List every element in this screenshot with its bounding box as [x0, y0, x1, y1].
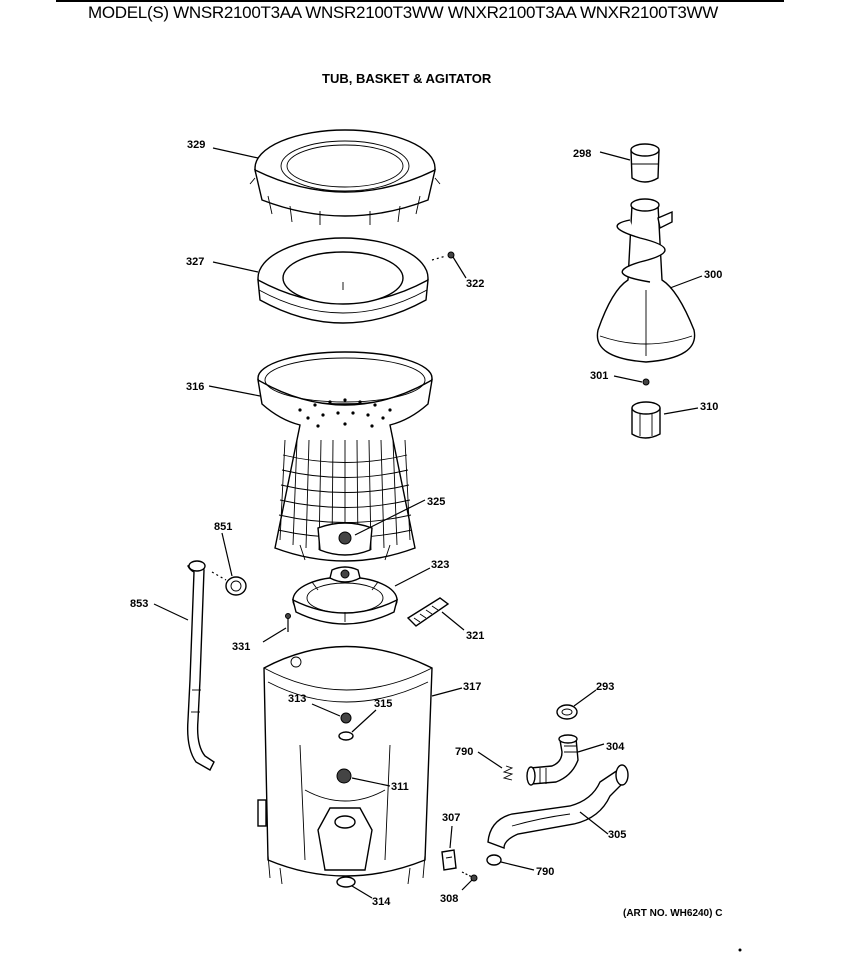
label-300: 300	[704, 269, 722, 281]
tub-cover-329	[249, 129, 441, 225]
clamp-851	[211, 571, 247, 596]
label-315: 315	[374, 698, 392, 710]
leader-311	[351, 777, 391, 787]
leader-325	[354, 499, 426, 536]
leader-322-dash	[431, 255, 447, 261]
leader-314	[351, 885, 373, 899]
screw-308	[461, 871, 478, 882]
leader-298	[599, 151, 631, 161]
leader-322	[452, 256, 467, 279]
label-313: 313	[288, 693, 306, 705]
drain-hose-305	[487, 764, 629, 850]
label-307: 307	[442, 812, 460, 824]
leader-310	[663, 407, 699, 415]
balance-ring-327	[257, 237, 429, 324]
leader-313	[311, 703, 341, 717]
label-790-b: 790	[536, 866, 554, 878]
label-323: 323	[431, 559, 449, 571]
leader-308	[461, 879, 473, 891]
leader-321	[441, 611, 465, 631]
coupling-310	[631, 401, 661, 439]
washer-301	[642, 378, 650, 386]
label-304: 304	[606, 741, 625, 753]
label-327: 327	[186, 256, 204, 268]
elbow-304	[526, 734, 579, 786]
clamp-790-b	[486, 854, 502, 866]
leader-327	[212, 261, 259, 273]
label-298: 298	[573, 148, 591, 160]
label-314: 314	[372, 896, 391, 908]
label-321: 321	[466, 630, 484, 642]
label-325: 325	[427, 496, 445, 508]
label-331: 331	[232, 641, 250, 653]
bracket-307	[441, 849, 457, 871]
leader-300	[669, 275, 703, 289]
hub-323	[291, 566, 399, 625]
leader-790-b	[500, 861, 535, 871]
clamp-293	[556, 704, 578, 720]
label-853: 853	[130, 598, 148, 610]
leader-851	[221, 532, 233, 577]
label-311: 311	[391, 781, 409, 793]
bolt-331	[285, 613, 291, 632]
header-rule	[56, 0, 784, 2]
leader-329	[212, 147, 259, 159]
agitator-cap-298	[630, 143, 660, 183]
label-310: 310	[700, 401, 718, 413]
model-list: MODEL(S) WNSR2100T3AA WNSR2100T3WW WNXR2…	[88, 3, 719, 22]
label-329: 329	[187, 139, 205, 151]
label-322: 322	[466, 278, 484, 290]
leader-316	[208, 385, 261, 397]
basket-316	[257, 351, 433, 562]
leader-307	[449, 825, 453, 849]
leader-853	[153, 603, 189, 621]
hose-853	[186, 560, 215, 771]
leader-317	[431, 687, 463, 697]
spring-790-a	[502, 765, 514, 781]
corner-mark	[738, 948, 742, 952]
label-316: 316	[186, 381, 204, 393]
label-305: 305	[608, 829, 626, 841]
art-number: (ART NO. WH6240) C	[623, 908, 723, 919]
leader-304	[577, 743, 605, 753]
leader-293	[573, 689, 597, 707]
diagram-title: TUB, BASKET & AGITATOR	[322, 71, 492, 86]
label-790-a: 790	[455, 746, 473, 758]
outer-tub-317	[257, 645, 433, 888]
agitator-300	[596, 198, 696, 363]
leader-305	[579, 811, 609, 835]
label-308: 308	[440, 893, 458, 905]
label-293: 293	[596, 681, 614, 693]
label-301: 301	[590, 370, 608, 382]
leader-790-a	[477, 751, 503, 769]
label-317: 317	[463, 681, 481, 693]
bracket-321	[406, 597, 450, 627]
leader-301	[613, 375, 643, 383]
leader-323	[394, 567, 431, 587]
label-851: 851	[214, 521, 232, 533]
screw-322	[447, 251, 455, 259]
leader-331	[262, 627, 287, 643]
leader-315	[351, 709, 377, 733]
